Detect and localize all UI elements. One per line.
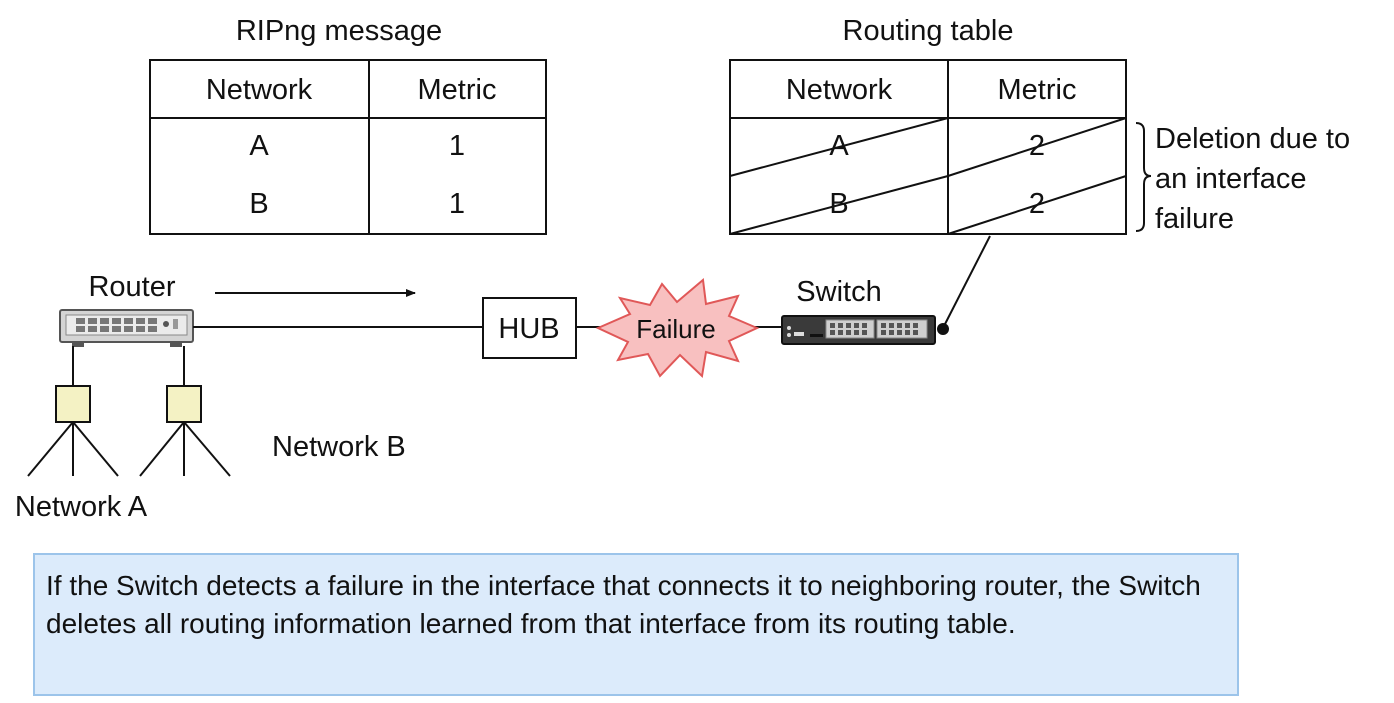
ripng-cell-metric-b: 1 [449,188,465,220]
ripng-message-table: RIPng message Network Metric A 1 B 1 [149,15,547,235]
switch-label: Switch [796,276,881,308]
switch-interface-dot [937,323,949,335]
ripng-cell-network-b: B [249,188,268,220]
deletion-note-line-3: failure [1155,203,1234,235]
failure-burst-icon: Failure [595,278,760,379]
network-b-label: Network B [272,431,406,463]
ripng-table-title: RIPng message [236,15,442,47]
curly-brace [1135,122,1152,232]
ripng-header-metric: Metric [418,74,497,106]
strike-through-lines [729,117,1127,235]
ripng-header-network: Network [206,74,313,106]
hub-box: HUB [482,297,577,359]
failure-label: Failure [636,314,715,344]
deletion-note-line-2: an interface [1155,163,1307,195]
table-to-switch-connector [942,235,991,329]
network-a-label: Network A [15,491,148,523]
explanation-text: If the Switch detects a failure in the i… [46,570,1201,639]
hub-label: HUB [498,313,559,345]
ripng-cell-metric-a: 1 [449,130,465,162]
network-a-cluster [27,346,119,477]
routing-header-metric: Metric [998,74,1077,106]
routing-table-title: Routing table [843,15,1014,47]
deletion-note-line-1: Deletion due to [1155,123,1350,155]
network-a-terminal-icon [55,385,91,423]
routing-header-network: Network [786,74,893,106]
network-b-terminal-icon [166,385,202,423]
routing-table: Routing table Network Metric A 2 B 2 [729,15,1127,235]
explanation-caption: If the Switch detects a failure in the i… [33,553,1239,696]
router-label: Router [88,271,175,303]
router-icon [59,309,194,347]
ripng-cell-network-a: A [249,130,269,162]
network-b-cluster [139,346,231,477]
switch-icon [781,315,936,345]
